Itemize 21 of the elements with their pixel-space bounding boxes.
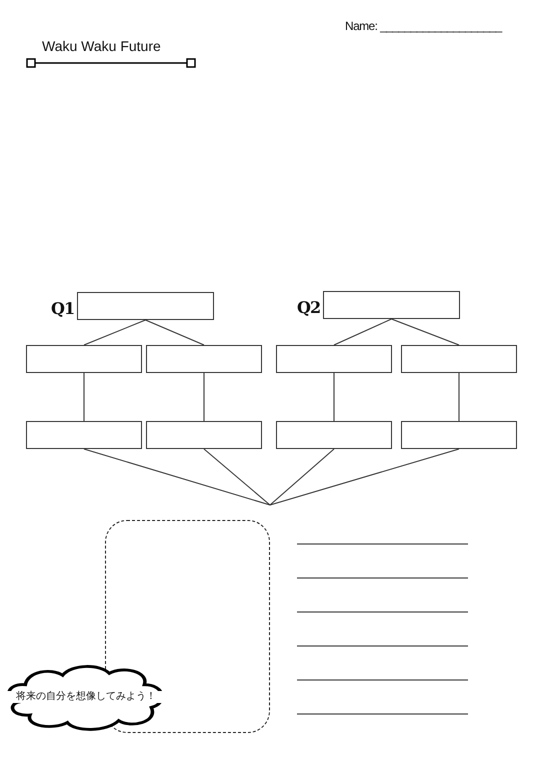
answer-box [401,345,517,373]
answer-box [146,421,262,449]
connector-line [145,320,204,346]
connector-line [270,448,460,506]
connector-line [84,320,146,346]
answer-box [276,345,392,373]
connector-line [84,448,270,506]
connector-line [391,318,460,346]
name-field: Name: ____________________ [345,19,502,33]
title: Waku Waku Future [42,38,161,54]
connector-line [458,372,460,422]
answer-box [26,345,142,373]
question-label: Q1 [51,300,74,318]
question-label: Q2 [297,299,320,317]
answer-box [276,421,392,449]
connector-line [204,448,270,506]
connector-line [270,448,334,506]
answer-box [146,345,262,373]
answer-box [401,421,517,449]
answer-box [26,421,142,449]
connector-line [334,318,392,346]
